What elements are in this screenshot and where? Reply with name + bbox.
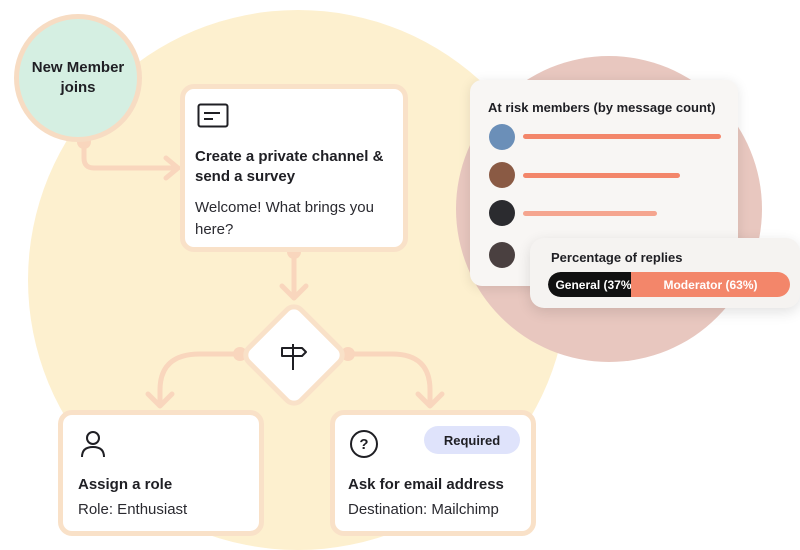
member-avatar xyxy=(489,124,515,150)
message-count-bar xyxy=(523,173,680,178)
required-badge: Required xyxy=(424,426,520,454)
signpost-icon xyxy=(281,344,307,370)
role-step-card[interactable]: Assign a role Role: Enthusiast xyxy=(58,410,264,536)
email-step-title: Ask for email address xyxy=(348,476,504,493)
moderator-segment: Moderator (63%) xyxy=(631,272,790,297)
connector-dot xyxy=(233,347,247,361)
user-icon xyxy=(81,431,105,458)
message-card-icon xyxy=(197,103,229,128)
arrowhead-email xyxy=(415,391,445,409)
message-count-bar xyxy=(523,211,657,216)
email-step-detail: Destination: Mailchimp xyxy=(348,501,499,518)
at-risk-panel-title: At risk members (by message count) xyxy=(488,100,716,115)
start-node: New Member joins xyxy=(14,14,142,142)
connector-decision-to-role xyxy=(157,351,243,407)
question-circle-icon: ? xyxy=(350,430,378,458)
connector-dot xyxy=(341,347,355,361)
member-avatar xyxy=(489,162,515,188)
message-count-bar xyxy=(523,134,721,139)
member-avatar xyxy=(489,242,515,268)
role-step-detail: Role: Enthusiast xyxy=(78,501,188,518)
svg-text:?: ? xyxy=(359,436,368,453)
survey-step-message: Welcome! What brings you here? xyxy=(195,199,374,238)
connector-decision-to-email xyxy=(345,351,433,407)
survey-step-card[interactable]: Create a private channel & send a survey… xyxy=(180,84,408,252)
arrowhead-survey xyxy=(163,155,181,181)
arrowhead-role xyxy=(145,391,175,409)
general-segment: General (37%) xyxy=(548,272,643,297)
member-avatar xyxy=(489,200,515,226)
arrowhead-decision xyxy=(279,283,309,301)
connector-start-to-survey xyxy=(81,139,181,171)
role-step-title: Assign a role xyxy=(78,476,173,493)
start-node-label: New Member joins xyxy=(31,59,125,96)
replies-split-bar: General (37%) Moderator (63%) xyxy=(548,272,790,297)
survey-step-title: Create a private channel & send a survey xyxy=(195,148,384,185)
replies-panel-title: Percentage of replies xyxy=(551,250,683,265)
